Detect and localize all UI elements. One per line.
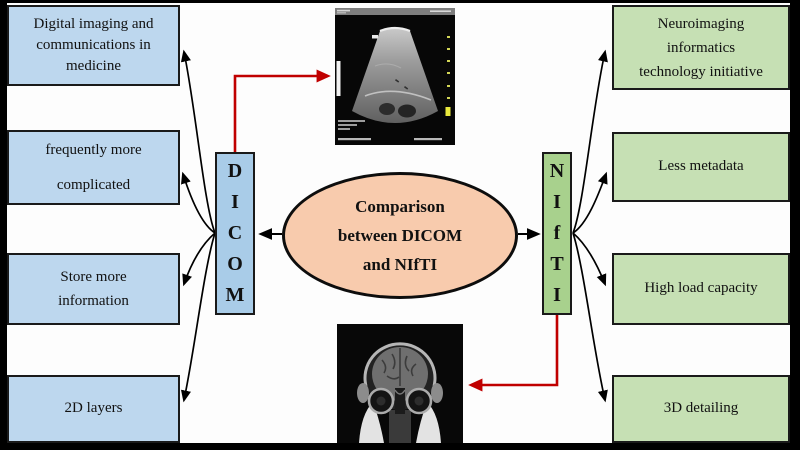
comparison-ellipse: Comparison between DICOM and NIfTI (282, 172, 518, 299)
mri-scan-graphic (337, 324, 463, 443)
box-dicom-complexity-label: frequently more complicated (45, 142, 142, 193)
nifti-bar-label: N I f T I (549, 160, 565, 306)
box-dicom-definition: Digital imaging and communications in me… (7, 5, 180, 86)
comparison-ellipse-label: Comparison between DICOM and NIfTI (337, 196, 463, 275)
box-dicom-storage: Store more information (7, 253, 180, 325)
box-nifti-metadata-label: Less metadata (658, 158, 744, 175)
box-nifti-load-capacity-label: High load capacity (644, 280, 758, 297)
box-dicom-complexity: frequently more complicated (7, 130, 180, 205)
nifti-bar: N I f T I (542, 152, 572, 315)
box-nifti-metadata: Less metadata (612, 132, 790, 202)
dicom-bar: D I C O M (215, 152, 255, 315)
ultrasound-scan-graphic (335, 8, 455, 145)
box-dicom-2d-layers: 2D layers (7, 375, 180, 443)
box-nifti-definition-label: Neuroimaging informatics technology init… (639, 15, 763, 80)
box-nifti-3d-detailing-label: 3D detailing (663, 400, 739, 417)
box-dicom-storage-label: Store more information (58, 269, 129, 309)
ultrasound-image (335, 8, 455, 145)
box-nifti-load-capacity: High load capacity (612, 253, 790, 325)
dicom-bar-label: D I C O M (225, 160, 245, 306)
box-nifti-3d-detailing: 3D detailing (612, 375, 790, 443)
box-nifti-definition: Neuroimaging informatics technology init… (612, 5, 790, 90)
mri-brain-image (337, 324, 463, 443)
box-dicom-2d-layers-label: 2D layers (64, 400, 123, 417)
box-dicom-definition-label: Digital imaging and communications in me… (33, 16, 154, 74)
